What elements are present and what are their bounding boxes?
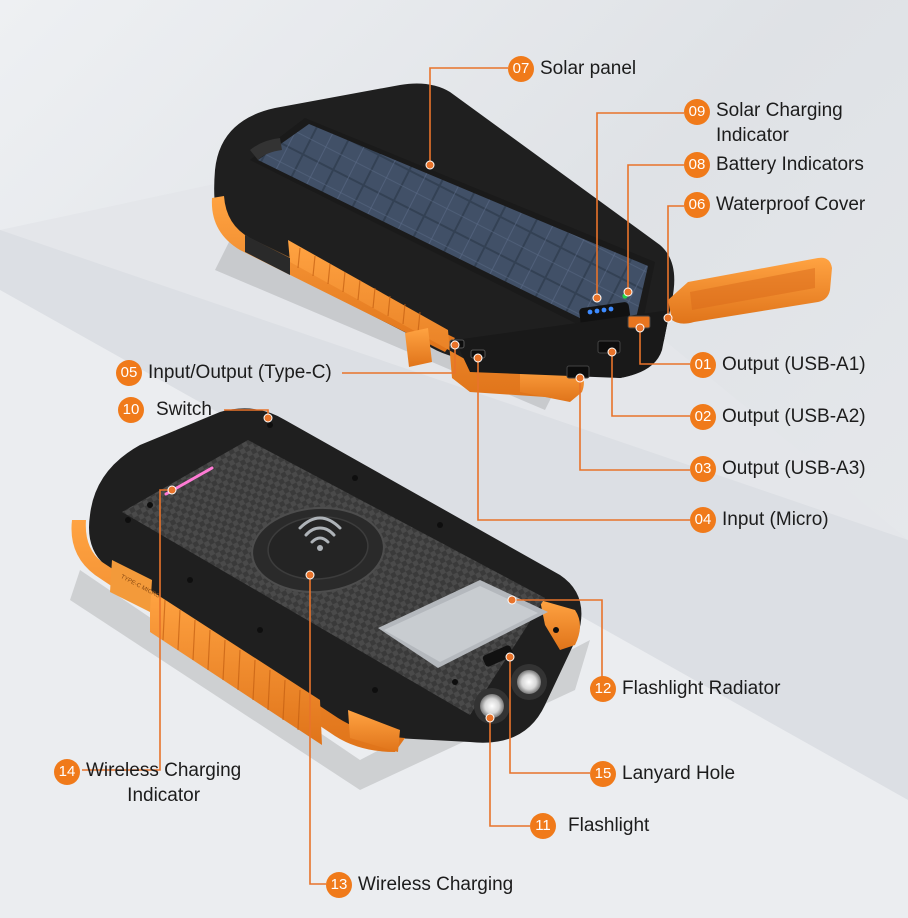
callout-text: Battery Indicators [716,154,864,175]
callout-text: Output (USB-A2) [722,406,866,427]
callout-number: 05 [116,360,142,386]
callout-text: Input (Micro) [722,509,829,530]
callout-flashlight-radiator: 12 Flashlight Radiator [590,676,780,702]
callout-input-output-typec: 05 Input/Output (Type-C) [116,360,332,386]
top-power-bank [211,83,832,410]
callout-number: 12 [590,676,616,702]
callout-number: 08 [684,152,710,178]
callout-number: 14 [54,759,80,785]
callout-text: Output (USB-A3) [722,458,866,479]
callout-number: 07 [508,56,534,82]
callout-waterproof-cover: 06 Waterproof Cover [684,192,865,218]
callout-number: 03 [690,456,716,482]
callout-number: 13 [326,872,352,898]
callout-lanyard-hole: 15 Lanyard Hole [590,761,735,787]
callout-number: 11 [530,813,556,839]
callout-solar-charging-indicator: 09 Solar Charging Indicator [684,98,843,148]
callout-text: Switch [156,399,212,420]
callout-text-line1: Solar Charging [716,100,843,121]
callout-wireless-charging-indicator: 14 Wireless Charging Indicator [54,758,241,808]
callout-text: Flashlight [568,815,650,836]
callout-input-micro: 04 Input (Micro) [690,507,829,533]
leader-lines [82,67,690,885]
callout-number: 06 [684,192,710,218]
callout-text-line1: Wireless Charging [86,760,242,781]
callout-number: 15 [590,761,616,787]
callout-wireless-charging: 13 Wireless Charging [326,872,513,898]
callout-text-line2: Indicator [716,125,789,146]
wireless-icon [298,516,342,551]
callout-solar-panel: 07 Solar panel [508,56,636,82]
callout-text: Wireless Charging [358,874,514,895]
callout-number: 10 [118,397,144,423]
callout-text: Input/Output (Type-C) [148,362,332,383]
callout-output-usb-a3: 03 Output (USB-A3) [690,456,866,482]
callout-flashlight: 11 Flashlight [530,813,649,839]
callout-number: 04 [690,507,716,533]
callout-text: Lanyard Hole [622,763,736,784]
bottom-power-bank: TYPE-C MICRO [70,408,590,790]
callout-number: 09 [684,99,710,125]
callout-battery-indicators: 08 Battery Indicators [684,152,864,178]
callout-output-usb-a1: 01 Output (USB-A1) [690,352,866,378]
callout-text: Solar panel [540,58,637,79]
callout-text-line2: Indicator [127,785,201,806]
callout-text: Output (USB-A1) [722,354,866,375]
callout-text: Flashlight Radiator [622,678,781,699]
callout-number: 01 [690,352,716,378]
callout-number: 02 [690,404,716,430]
callout-text: Waterproof Cover [716,194,866,215]
callout-switch: 10 Switch [118,397,212,423]
callout-output-usb-a2: 02 Output (USB-A2) [690,404,866,430]
